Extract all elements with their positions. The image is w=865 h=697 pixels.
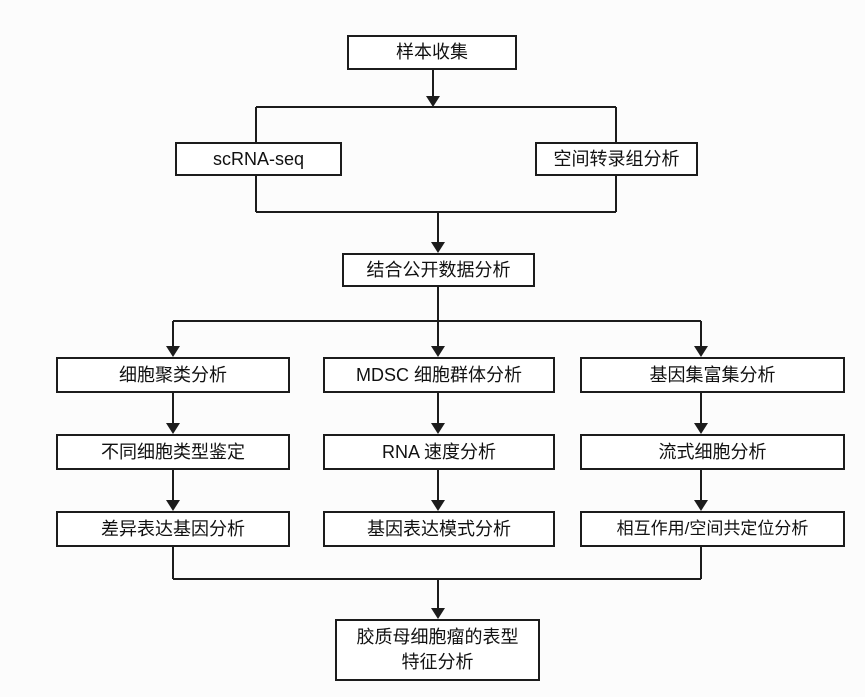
arrow-col3-row1-row2 <box>694 393 708 434</box>
node-cell-type-identification: 不同细胞类型鉴定 <box>56 434 290 470</box>
node-label: 流式细胞分析 <box>658 441 767 462</box>
arrow-col3-row2-row3 <box>694 470 708 511</box>
node-label: 基因集富集分析 <box>649 364 776 385</box>
node-label: 不同细胞类型鉴定 <box>101 441 245 462</box>
node-label: 基因表达模式分析 <box>367 518 511 539</box>
merge-rail-bottom <box>172 547 702 580</box>
node-label: 结合公开数据分析 <box>366 259 511 280</box>
split-rail-three-way <box>166 287 708 357</box>
arrow-col1-row1-row2 <box>166 393 180 434</box>
arrow-sample-to-split <box>426 70 440 107</box>
node-mdsc-population: MDSC 细胞群体分析 <box>323 357 555 393</box>
node-label: 空间转录组分析 <box>553 148 680 169</box>
arrow-col2-row2-row3 <box>431 470 445 511</box>
node-rna-velocity: RNA 速度分析 <box>323 434 555 470</box>
node-interaction-colocalization: 相互作用/空间共定位分析 <box>580 511 845 547</box>
node-label-line1: 胶质母细胞瘤的表型 <box>356 627 519 647</box>
node-label: MDSC 细胞群体分析 <box>356 364 522 385</box>
node-gene-set-enrichment: 基因集富集分析 <box>580 357 845 393</box>
node-scrna-seq: scRNA-seq <box>175 142 342 176</box>
merge-rail-row2 <box>255 176 617 213</box>
node-cell-clustering: 细胞聚类分析 <box>56 357 290 393</box>
node-label: 样本收集 <box>396 42 468 63</box>
node-label-line2: 特征分析 <box>401 652 474 672</box>
arrow-merge-to-final <box>431 579 445 619</box>
node-spatial-transcriptomics: 空间转录组分析 <box>535 142 698 176</box>
arrow-col1-row2-row3 <box>166 470 180 511</box>
node-label: scRNA-seq <box>212 148 305 169</box>
node-glioblastoma-phenotype: 胶质母细胞瘤的表型 特征分析 <box>335 619 540 681</box>
node-label: 差异表达基因分析 <box>101 518 245 539</box>
node-sample-collection: 样本收集 <box>347 35 517 70</box>
node-differential-expression: 差异表达基因分析 <box>56 511 290 547</box>
node-combined-public-data: 结合公开数据分析 <box>342 253 535 287</box>
node-label: 相互作用/空间共定位分析 <box>616 518 809 538</box>
arrow-col2-row1-row2 <box>431 393 445 434</box>
node-label: 细胞聚类分析 <box>119 364 227 385</box>
node-label: RNA 速度分析 <box>381 441 496 462</box>
arrow-merge-to-public-data <box>431 212 445 253</box>
node-label: 胶质母细胞瘤的表型 特征分析 <box>357 625 519 675</box>
split-rail-top <box>255 106 617 142</box>
node-gene-expression-pattern: 基因表达模式分析 <box>323 511 555 547</box>
node-flow-cytometry: 流式细胞分析 <box>580 434 845 470</box>
